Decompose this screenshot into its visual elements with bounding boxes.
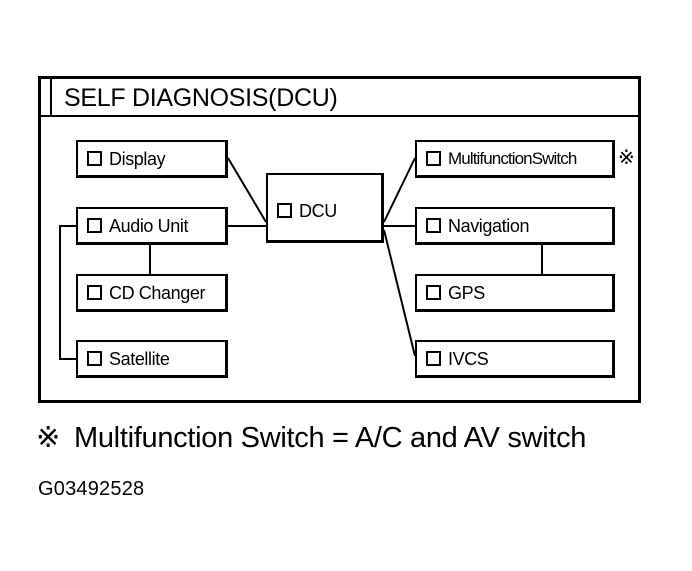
node-label: CD Changer xyxy=(109,283,206,303)
node-label: IVCS xyxy=(448,349,489,369)
node-label: Display xyxy=(109,149,166,169)
title-bar: SELF DIAGNOSIS(DCU) xyxy=(41,79,638,117)
figure-id: G03492528 xyxy=(38,478,145,500)
node-navigation: Navigation xyxy=(415,207,615,245)
link-dcu-ivcs xyxy=(383,229,416,357)
node-multifunction-switch: MultifunctionSwitch xyxy=(415,140,615,178)
node-display: Display xyxy=(76,140,228,178)
node-gps: GPS xyxy=(415,274,615,312)
node-label: Audio Unit xyxy=(109,216,189,236)
reference-mark: ※ xyxy=(618,147,635,169)
footnote-mark: ※ xyxy=(36,422,60,454)
node-label: DCU xyxy=(299,201,337,221)
checkbox-icon xyxy=(87,285,102,300)
diagram-frame: SELF DIAGNOSIS(DCU) xyxy=(38,76,641,403)
diagram-title: SELF DIAGNOSIS(DCU) xyxy=(64,84,338,112)
node-satellite: Satellite xyxy=(76,340,228,378)
footnote: ※ Multifunction Switch = A/C and AV switc… xyxy=(36,420,586,455)
title-bar-tick xyxy=(50,79,52,115)
checkbox-icon xyxy=(87,351,102,366)
checkbox-icon xyxy=(426,351,441,366)
node-label: GPS xyxy=(448,283,485,303)
node-dcu: DCU xyxy=(266,173,384,243)
checkbox-icon xyxy=(426,151,441,166)
checkbox-icon xyxy=(87,218,102,233)
checkbox-icon xyxy=(426,285,441,300)
link-dcu-multifunction xyxy=(383,157,416,223)
link-audio-satellite xyxy=(59,225,78,360)
node-ivcs: IVCS xyxy=(415,340,615,378)
node-label: Satellite xyxy=(109,349,170,369)
node-audio-unit: Audio Unit xyxy=(76,207,228,245)
node-cd-changer: CD Changer xyxy=(76,274,228,312)
link-display-dcu xyxy=(227,157,267,223)
checkbox-icon xyxy=(277,203,292,218)
checkbox-icon xyxy=(426,218,441,233)
node-label: MultifunctionSwitch xyxy=(448,149,577,168)
footnote-text: Multifunction Switch = A/C and AV switch xyxy=(74,422,587,454)
node-label: Navigation xyxy=(448,216,530,236)
checkbox-icon xyxy=(87,151,102,166)
